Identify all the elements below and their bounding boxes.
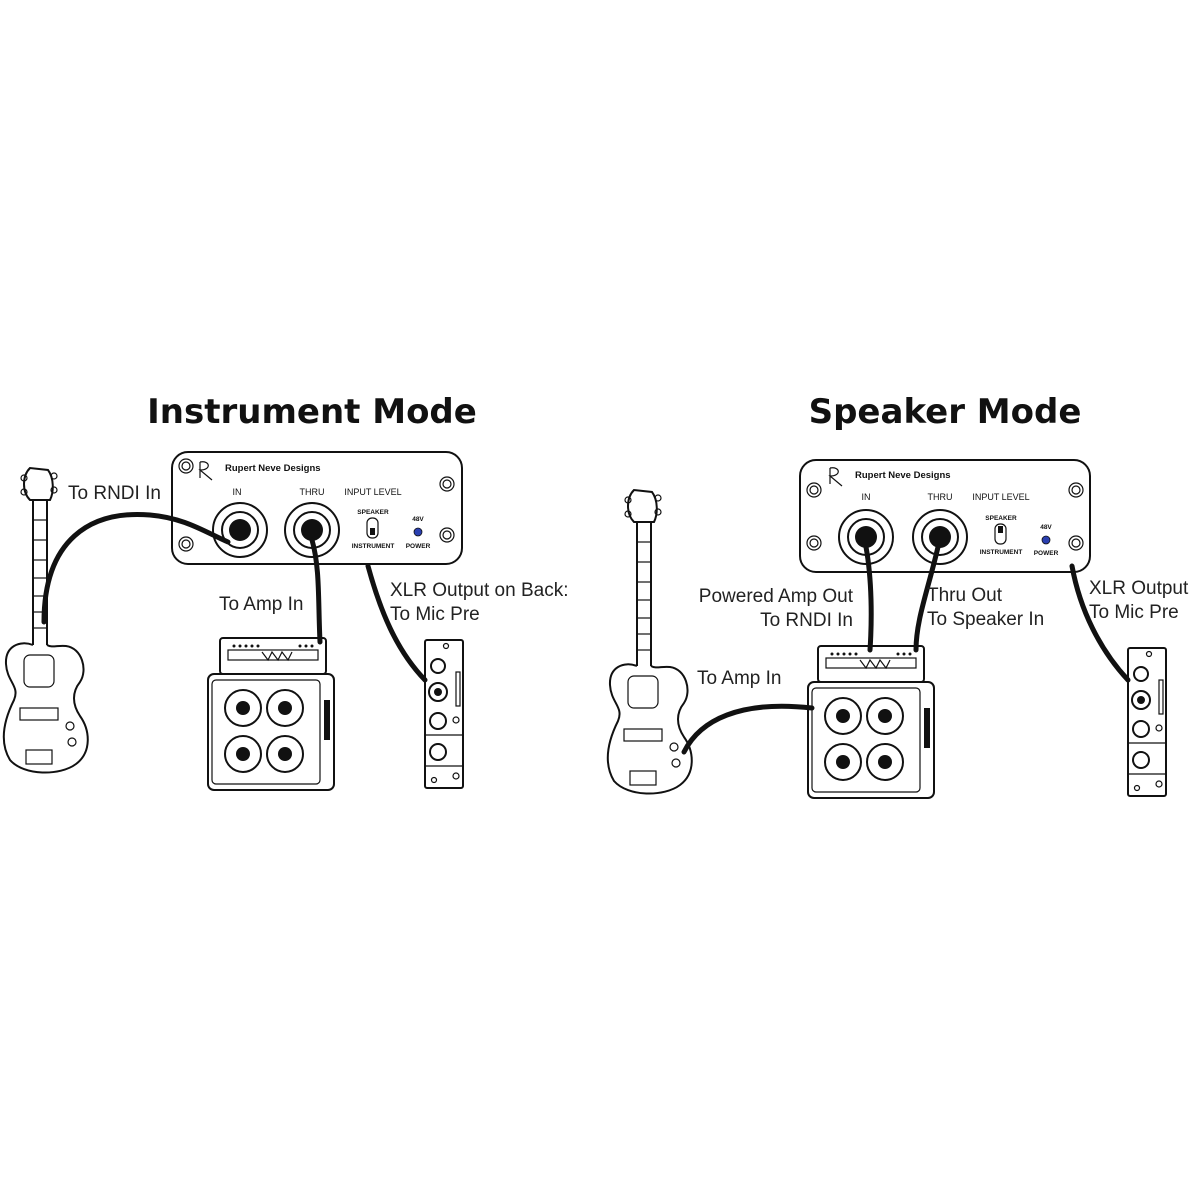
input-level-label: INPUT LEVEL xyxy=(972,492,1029,502)
in-jack-icon xyxy=(212,502,268,558)
speaker-label: SPEAKER xyxy=(357,509,389,516)
label-powered-amp-out-line2: To RNDI In xyxy=(760,610,853,631)
label-thru-out-line1: Thru Out xyxy=(927,585,1003,606)
label-xlr-output-line2: To Mic Pre xyxy=(390,604,480,625)
label-to-rndi-in: To RNDI In xyxy=(68,483,161,504)
rnd-logo xyxy=(828,467,843,487)
label-xlr-output-line1: XLR Output on Back: xyxy=(390,580,569,601)
instrument-label: INSTRUMENT xyxy=(980,549,1023,556)
rndi-box: Rupert Neve Designs IN THRU INPUT LEVEL … xyxy=(171,451,463,565)
phantom-label: 48V xyxy=(412,516,424,523)
label-to-amp-in: To Amp In xyxy=(219,594,304,615)
in-label: IN xyxy=(862,492,871,502)
brand-name: Rupert Neve Designs xyxy=(225,463,321,474)
input-level-switch xyxy=(366,517,379,539)
label-powered-amp-out-line1: Powered Amp Out xyxy=(699,586,854,607)
input-level-switch xyxy=(994,523,1007,545)
cable-guitar-to-in xyxy=(41,511,231,625)
rnd-logo xyxy=(198,461,213,481)
instrument-label: INSTRUMENT xyxy=(352,543,395,550)
power-label: POWER xyxy=(406,543,431,550)
input-level-label: INPUT LEVEL xyxy=(344,487,401,497)
label-to-amp-in: To Amp In xyxy=(697,668,782,689)
mic-preamp-icon xyxy=(1127,647,1167,797)
brand-name: Rupert Neve Designs xyxy=(855,470,951,481)
cable-xlr-to-micpre xyxy=(1069,563,1131,683)
cable-amp-out-to-in xyxy=(863,544,874,653)
rndi-box: Rupert Neve Designs IN THRU INPUT LEVEL … xyxy=(799,459,1091,573)
bass-guitar-icon xyxy=(606,488,693,795)
power-led-icon xyxy=(413,527,423,537)
thru-label: THRU xyxy=(300,487,325,497)
instrument-mode-panel: Instrument Mode xyxy=(2,392,569,791)
in-jack-icon xyxy=(838,509,894,565)
cable-thru-to-speaker xyxy=(913,544,941,653)
amp-stack-icon xyxy=(207,637,335,791)
in-label: IN xyxy=(233,487,242,497)
cable-thru-to-amp xyxy=(309,537,323,645)
thru-jack-icon xyxy=(912,509,968,565)
speaker-label: SPEAKER xyxy=(985,515,1017,522)
cable-guitar-to-amp xyxy=(681,703,815,755)
cable-xlr-to-micpre xyxy=(365,563,428,683)
speaker-mode-title: Speaker Mode xyxy=(809,392,1082,432)
amp-stack-icon xyxy=(807,645,935,799)
label-xlr-output-line1: XLR Output xyxy=(1089,578,1189,599)
thru-label: THRU xyxy=(928,492,953,502)
label-thru-out-line2: To Speaker In xyxy=(927,609,1044,630)
mic-preamp-icon xyxy=(424,639,464,789)
speaker-mode-panel: Speaker Mode xyxy=(606,392,1189,799)
phantom-label: 48V xyxy=(1040,524,1052,531)
power-label: POWER xyxy=(1034,550,1059,557)
instrument-mode-title: Instrument Mode xyxy=(147,392,477,432)
bass-guitar-icon xyxy=(2,466,89,774)
power-led-icon xyxy=(1041,535,1051,545)
label-xlr-output-line2: To Mic Pre xyxy=(1089,602,1179,623)
